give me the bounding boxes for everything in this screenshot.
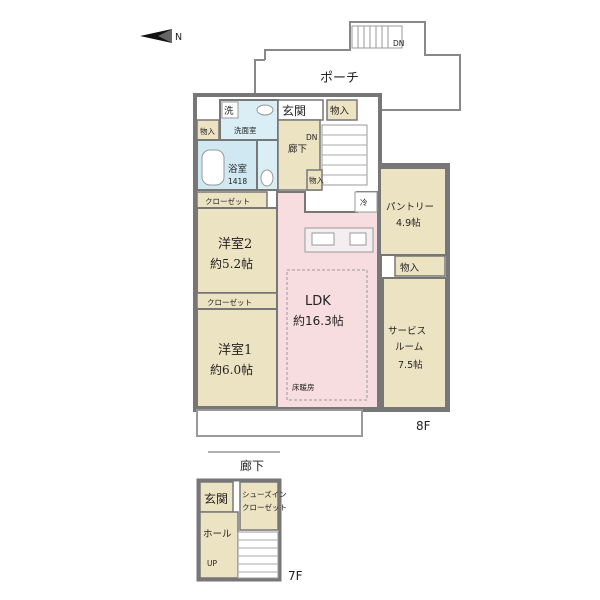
entrance-8f-label: 玄関 [282, 103, 306, 118]
ldk-size: 約16.3帖 [293, 313, 344, 328]
closet-mid-label: クローゼット [207, 297, 252, 307]
stair-8f-top: DN [351, 25, 404, 49]
pantry [379, 167, 447, 256]
corridor-7f-label: 廊下 [240, 458, 264, 473]
room2-size: 約5.2帖 [210, 256, 253, 271]
stair-8f-inner [321, 124, 368, 186]
floor-heating-area [286, 269, 368, 401]
bath-size: 1418 [228, 177, 247, 186]
washer-label: 洗 [224, 105, 234, 117]
floor8-label: 8F [416, 419, 431, 433]
washer-box [221, 101, 239, 119]
walk-in-closet [239, 481, 279, 531]
pantry-size: 4.9帖 [396, 217, 421, 229]
corridor-label: 廊下 [288, 143, 307, 155]
corridor-dn: DN [306, 133, 317, 142]
storage-entrance [326, 99, 358, 121]
washroom-label: 洗面室 [234, 125, 257, 135]
entrance-7f-label: 玄関 [204, 491, 228, 506]
stair-up-label: UP [207, 559, 217, 568]
walk-in-closet-label-2: クローゼット [242, 502, 287, 512]
walk-in-closet-label-1: シューズイン [242, 489, 287, 499]
ldk-label: LDK [305, 294, 331, 309]
service-room-size: 7.5帖 [398, 359, 423, 371]
room2-label: 洋室2 [218, 236, 252, 252]
western-room-2 [196, 207, 278, 294]
compass: N [140, 29, 182, 43]
porch-label: ポーチ [320, 71, 359, 86]
storage-right [394, 255, 446, 277]
closet-top-label: クローゼット [205, 196, 250, 206]
service-room [382, 277, 447, 409]
stair-7f [237, 531, 279, 579]
pantry-label: パントリー [386, 202, 434, 213]
floor-heating-label: 床暖房 [292, 382, 315, 392]
storage-mid [306, 169, 323, 191]
hall-7f [199, 511, 239, 579]
fridge-box [354, 191, 378, 213]
north-label: N [175, 32, 182, 43]
bathtub-icon [201, 149, 225, 186]
storage-entrance-label: 物入 [330, 105, 350, 117]
floor7-label: 7F [288, 569, 303, 583]
stove-icon [349, 232, 367, 246]
north-arrow-icon [140, 29, 172, 43]
storage-right-label: 物入 [400, 262, 420, 274]
service-room-label: サービス [388, 326, 426, 337]
toilet-icon [260, 169, 274, 187]
room1-size: 約6.0帖 [210, 362, 253, 377]
room1-label: 洋室1 [218, 342, 252, 358]
storage-mid-label: 物入 [309, 175, 324, 185]
kitchen-sink-icon [311, 232, 335, 246]
storage-left-label: 物入 [200, 126, 215, 136]
western-room-1 [196, 308, 278, 408]
hall-label: ホール [203, 529, 232, 540]
fridge-label: 冷 [360, 197, 368, 207]
service-room-label-2: ルーム [395, 342, 423, 353]
sink-icon [256, 104, 274, 116]
bathroom-label: 浴室 [228, 163, 247, 175]
stair-dn-label: DN [393, 39, 404, 48]
floor7: 廊下 玄関 シューズイン クローゼット ホール UP 7F [196, 451, 303, 583]
